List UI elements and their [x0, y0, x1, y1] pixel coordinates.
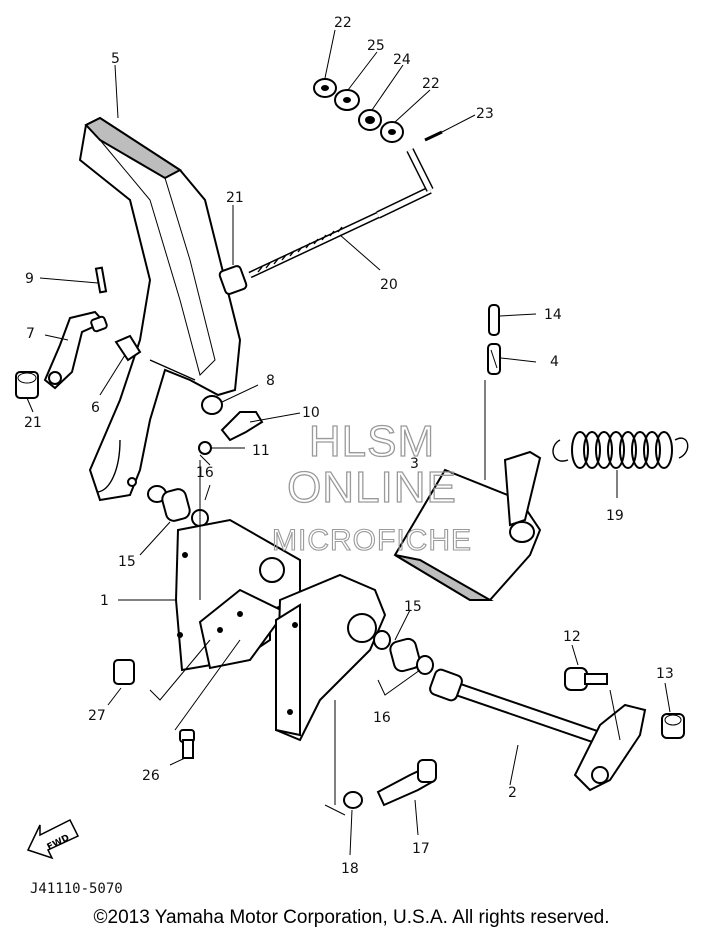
- bolt-26[interactable]: [179, 729, 195, 759]
- label-8: 8: [266, 373, 275, 389]
- bracket-plate-1[interactable]: [174, 518, 301, 672]
- label-23: 23: [476, 106, 494, 122]
- label-26: 26: [142, 768, 160, 784]
- label-7: 7: [26, 326, 35, 342]
- washer-11[interactable]: [198, 441, 212, 455]
- bolt-12[interactable]: [564, 667, 608, 691]
- label-12: 12: [563, 629, 581, 645]
- label-10: 10: [302, 405, 320, 421]
- brake-arm-3[interactable]: [393, 450, 542, 601]
- pin-9[interactable]: [94, 266, 108, 294]
- label-9: 9: [25, 271, 34, 287]
- washer-18[interactable]: [343, 791, 363, 809]
- bolt-10[interactable]: [220, 411, 264, 442]
- bushing-24[interactable]: [358, 109, 382, 131]
- bushing-15-right[interactable]: [373, 630, 434, 675]
- label-16-left: 16: [196, 465, 214, 481]
- brake-rod[interactable]: [248, 148, 434, 279]
- brake-pedal-lever[interactable]: [78, 116, 242, 502]
- label-4: 4: [550, 354, 559, 370]
- forward-arrow-icon: FWD: [26, 818, 80, 860]
- bolt-17[interactable]: [376, 759, 437, 807]
- label-15-left: 15: [118, 554, 136, 570]
- label-19: 19: [606, 508, 624, 524]
- washer-22-lower[interactable]: [380, 121, 404, 143]
- label-6: 6: [91, 400, 100, 416]
- label-3: 3: [410, 456, 419, 472]
- pin-4[interactable]: [487, 343, 501, 375]
- dashed-guide-lines: [149, 380, 621, 816]
- label-25: 25: [367, 38, 385, 54]
- label-5: 5: [111, 51, 120, 67]
- shaft-housing[interactable]: [274, 573, 387, 742]
- label-1: 1: [100, 593, 109, 609]
- label-21-upper: 21: [226, 190, 244, 206]
- label-22-lower: 22: [422, 76, 440, 92]
- bolt-6[interactable]: [114, 334, 142, 362]
- label-16-right: 16: [373, 710, 391, 726]
- label-24: 24: [393, 52, 411, 68]
- watermark-line-2: ONLINE: [287, 463, 457, 512]
- label-27: 27: [88, 708, 106, 724]
- pin-14[interactable]: [488, 304, 500, 336]
- watermark-line-1: HLSM: [309, 417, 435, 466]
- label-18: 18: [341, 861, 359, 877]
- bracket-7[interactable]: [43, 310, 106, 390]
- label-2: 2: [508, 785, 517, 801]
- cotter-pin-23[interactable]: [424, 130, 443, 142]
- leader-lines: [26, 29, 671, 856]
- nut-21-left[interactable]: [15, 371, 39, 399]
- watermark: HLSM ONLINE MICROFICHE: [271, 416, 472, 557]
- label-17: 17: [412, 841, 430, 857]
- nut-21-upper[interactable]: [218, 265, 248, 295]
- nut-13[interactable]: [661, 713, 685, 739]
- washer-8[interactable]: [201, 395, 223, 415]
- label-20: 20: [380, 277, 398, 293]
- diagram-code: J41110-5070: [30, 881, 123, 897]
- bushing-15-left[interactable]: [147, 485, 209, 527]
- washer-25[interactable]: [334, 89, 360, 111]
- pin-stud[interactable]: [90, 315, 108, 333]
- watermark-line-3: MICROFICHE: [272, 524, 472, 557]
- label-13: 13: [656, 666, 674, 682]
- washer-22-top[interactable]: [313, 78, 337, 98]
- nut-27[interactable]: [113, 659, 135, 685]
- part-labels: 5 22 25 24 22 23 21 20 9 7 6 21 8 10 11 …: [24, 15, 674, 877]
- label-15-right: 15: [404, 599, 422, 615]
- return-spring-19[interactable]: [552, 431, 689, 469]
- label-14: 14: [544, 307, 562, 323]
- label-22-top: 22: [334, 15, 352, 31]
- copyright-notice: ©2013 Yamaha Motor Corporation, U.S.A. A…: [93, 907, 610, 928]
- label-11: 11: [252, 443, 270, 459]
- label-21-left: 21: [24, 415, 42, 431]
- pedal-shaft-2[interactable]: [428, 668, 647, 792]
